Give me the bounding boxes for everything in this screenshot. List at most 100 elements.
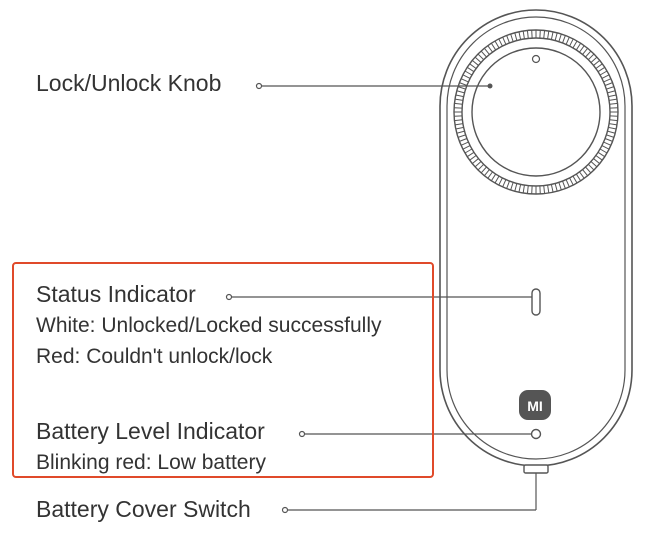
knurl-tick	[595, 155, 603, 161]
knurl-tick	[526, 185, 529, 194]
knurl-tick	[454, 102, 463, 105]
leader-line-battery	[298, 430, 531, 438]
knurl-tick	[526, 30, 529, 39]
knurl-tick	[572, 40, 578, 49]
knurl-tick	[502, 179, 507, 188]
leader-line-status	[225, 293, 532, 301]
knurl-tick	[464, 70, 473, 76]
knurl-tick	[607, 130, 616, 134]
knurl-tick	[565, 179, 570, 188]
knurl-tick	[579, 45, 585, 53]
knurl-tick	[599, 148, 608, 154]
knurl-tick	[599, 70, 608, 76]
knurl-tick	[569, 177, 574, 186]
knurl-tick	[595, 63, 603, 69]
knurl-tick	[490, 173, 497, 182]
knurl-tick	[601, 145, 610, 150]
knurl-tick	[487, 45, 493, 53]
leader-line-knob	[255, 82, 493, 90]
knurl-tick	[593, 158, 601, 164]
knurl-tick	[607, 90, 616, 94]
knurl-tick	[498, 177, 503, 186]
status-red-description: Red: Couldn't unlock/lock	[36, 345, 273, 368]
knurl-tick	[466, 151, 475, 158]
knurl-tick	[456, 90, 465, 94]
knurl-tick	[471, 60, 479, 66]
knurl-tick	[604, 138, 613, 142]
label-lock-knob: Lock/Unlock Knob	[36, 70, 222, 96]
knurl-tick	[609, 98, 618, 101]
knurl-tick	[554, 183, 558, 192]
knurl-tick	[558, 33, 562, 42]
knurl-tick	[543, 30, 546, 39]
knurl-tick	[608, 126, 617, 130]
knurl-tick	[456, 130, 465, 134]
knurl-tick	[575, 42, 582, 51]
indicator-highlight-box	[12, 262, 434, 478]
knurl-tick	[460, 141, 469, 146]
svg-text:MI: MI	[527, 398, 543, 414]
knurl-tick	[575, 173, 582, 182]
knurl-tick	[587, 163, 595, 171]
knurl-tick	[543, 185, 546, 194]
knurl-tick	[454, 123, 463, 126]
knurl-tick	[455, 94, 464, 98]
knurl-tick	[480, 50, 487, 58]
knurl-tick	[585, 166, 592, 174]
knurl-tick	[603, 141, 612, 146]
knob-knurling	[454, 30, 618, 194]
knurl-tick	[502, 36, 507, 45]
device-inner-body	[446, 16, 626, 460]
knurl-tick	[565, 36, 570, 45]
knurl-tick	[506, 35, 510, 44]
leader-line-cover	[281, 506, 536, 514]
knurl-tick	[514, 183, 518, 192]
knob-dot-icon	[531, 54, 541, 64]
knurl-tick	[474, 161, 482, 168]
knurl-tick	[487, 171, 493, 179]
mi-logo: MI	[519, 390, 551, 420]
knurl-tick	[593, 60, 601, 66]
knurl-tick	[459, 82, 468, 86]
knurl-tick	[518, 184, 522, 193]
lock-knob	[453, 29, 619, 195]
battery-cover-switch	[523, 464, 549, 510]
knurl-tick	[474, 56, 482, 63]
label-battery-indicator: Battery Level Indicator	[36, 418, 265, 444]
status-indicator-light	[531, 288, 541, 316]
knurl-tick	[597, 151, 606, 158]
label-status-indicator: Status Indicator	[36, 281, 196, 307]
knurl-tick	[462, 74, 471, 79]
battery-indicator-light	[530, 428, 542, 440]
status-white-description: White: Unlocked/Locked successfully	[36, 314, 382, 337]
knurl-tick	[550, 184, 554, 193]
knurl-tick	[587, 53, 595, 61]
knurl-tick	[466, 66, 475, 73]
knurl-tick	[609, 119, 618, 122]
knurl-tick	[454, 98, 463, 101]
knurl-tick	[490, 42, 497, 51]
knurl-tick	[480, 166, 487, 174]
knurl-tick	[454, 119, 463, 122]
knurl-tick	[582, 47, 588, 55]
knurl-tick	[569, 38, 574, 47]
knurl-tick	[558, 182, 562, 191]
knurl-tick	[464, 148, 473, 154]
knurl-tick	[510, 33, 514, 42]
knurl-tick	[550, 31, 554, 40]
knurl-tick	[498, 38, 503, 47]
knurl-tick	[590, 56, 598, 63]
knurl-tick	[494, 40, 500, 49]
knurl-tick	[469, 63, 477, 69]
knurl-tick	[522, 30, 525, 39]
knurl-tick	[455, 126, 464, 130]
knurl-tick	[572, 175, 578, 184]
knurl-tick	[554, 32, 558, 41]
knurl-tick	[597, 66, 606, 73]
knurl-tick	[579, 171, 585, 179]
knurl-tick	[506, 180, 510, 189]
knurl-tick	[518, 31, 522, 40]
knurl-tick	[477, 53, 485, 61]
knurl-tick	[601, 74, 610, 79]
